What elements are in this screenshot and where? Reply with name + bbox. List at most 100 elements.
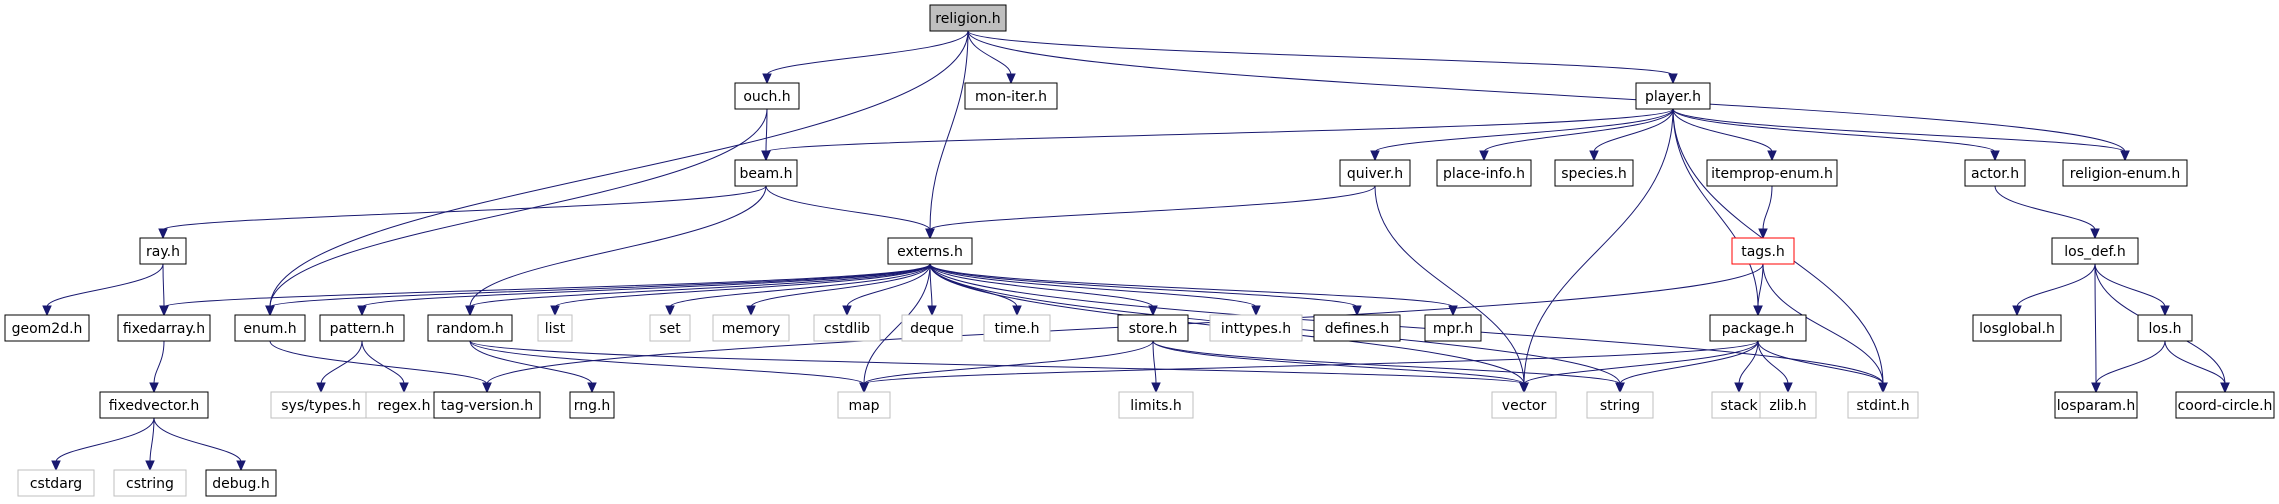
node-label-cstdlib: cstdlib — [824, 321, 870, 337]
edge-externs-to-deque — [929, 263, 933, 308]
edge-externs-to-store — [929, 263, 1154, 308]
edge-los-to-coordcircle — [2164, 340, 2226, 385]
edge-arrowhead-pattern-to-regex — [399, 382, 409, 394]
node-actor[interactable]: actor.h — [1964, 159, 2026, 187]
edge-externs-to-pattern — [361, 263, 931, 308]
node-box-species — [1554, 159, 1634, 187]
node-label-geom2d: geom2d.h — [12, 321, 83, 337]
node-box-rng — [569, 391, 615, 419]
node-coordcircle[interactable]: coord-circle.h — [2175, 391, 2275, 419]
edge-ray-to-geom2d — [46, 263, 164, 308]
edge-arrowhead-fixedarray-to-fixedvector — [149, 382, 159, 394]
node-label-beam: beam.h — [739, 166, 792, 182]
node-defines[interactable]: defines.h — [1313, 314, 1401, 342]
node-species[interactable]: species.h — [1554, 159, 1634, 187]
node-label-losdef: los_def.h — [2064, 244, 2125, 260]
node-losglobal[interactable]: losglobal.h — [1972, 314, 2062, 342]
node-box-memory — [712, 314, 790, 342]
node-losdef[interactable]: los_def.h — [2051, 237, 2139, 265]
edge-arrowhead-externs-to-random — [465, 305, 475, 317]
edge-package-to-map — [863, 340, 1759, 385]
node-label-externs: externs.h — [897, 244, 963, 260]
edge-arrowhead-store-to-limits — [1151, 382, 1161, 394]
node-box-losdef — [2051, 237, 2139, 265]
node-box-string — [1586, 391, 1654, 419]
node-enum[interactable]: enum.h — [234, 314, 306, 342]
edge-arrowhead-externs-to-memory — [746, 305, 756, 317]
edge-arrowhead-package-to-map — [859, 382, 869, 394]
edge-fixedvector-to-cstring — [149, 417, 155, 463]
node-box-set — [649, 314, 691, 342]
node-box-fixedvector — [99, 391, 209, 419]
edge-quiver-to-vector — [1374, 185, 1525, 385]
edge-arrowhead-externs-to-list — [550, 305, 560, 317]
node-cstring: cstring — [113, 469, 187, 497]
node-box-tags — [1731, 237, 1795, 265]
edge-fixedarray-to-fixedvector — [153, 340, 165, 385]
node-box-package — [1709, 314, 1807, 342]
edge-fixedvector-to-debug — [153, 417, 242, 463]
node-itemprop[interactable]: itemprop-enum.h — [1706, 159, 1838, 187]
node-box-defines — [1313, 314, 1401, 342]
node-relenum[interactable]: religion-enum.h — [2062, 159, 2188, 187]
node-time: time.h — [983, 314, 1051, 342]
edge-arrowhead-beam-to-ray — [158, 228, 168, 240]
edge-random-to-vector — [469, 340, 1525, 385]
node-mpr[interactable]: mpr.h — [1424, 314, 1482, 342]
node-ray[interactable]: ray.h — [139, 237, 187, 265]
node-box-player — [1635, 82, 1711, 110]
edge-arrowhead-externs-to-time — [1012, 305, 1022, 317]
node-cstdlib: cstdlib — [813, 314, 881, 342]
node-box-inttypes — [1209, 314, 1303, 342]
node-quiver[interactable]: quiver.h — [1339, 159, 1411, 187]
node-externs[interactable]: externs.h — [887, 237, 973, 265]
node-label-tags: tags.h — [1741, 244, 1785, 260]
node-fixedarray[interactable]: fixedarray.h — [117, 314, 211, 342]
node-pattern[interactable]: pattern.h — [319, 314, 405, 342]
node-moniter[interactable]: mon-iter.h — [964, 82, 1058, 110]
node-label-losglobal: losglobal.h — [1979, 321, 2055, 337]
node-box-cstdarg — [17, 469, 95, 497]
edge-player-to-vector — [1523, 108, 1674, 385]
node-box-quiver — [1339, 159, 1411, 187]
edge-package-to-zlib — [1757, 340, 1789, 385]
edge-pattern-to-systypes — [320, 340, 363, 385]
node-geom2d[interactable]: geom2d.h — [4, 314, 90, 342]
node-random[interactable]: random.h — [427, 314, 513, 342]
node-package[interactable]: package.h — [1709, 314, 1807, 342]
node-los[interactable]: los.h — [2137, 314, 2193, 342]
node-losparam[interactable]: losparam.h — [2054, 391, 2138, 419]
node-tags[interactable]: tags.h — [1731, 237, 1795, 265]
node-fixedvector[interactable]: fixedvector.h — [99, 391, 209, 419]
node-list: list — [537, 314, 573, 342]
node-label-pattern: pattern.h — [330, 321, 395, 337]
node-store[interactable]: store.h — [1117, 314, 1189, 342]
node-religion[interactable]: religion.h — [929, 4, 1007, 32]
node-string: string — [1586, 391, 1654, 419]
node-box-moniter — [964, 82, 1058, 110]
edge-arrowhead-losdef-to-losglobal — [2012, 305, 2022, 317]
node-beam[interactable]: beam.h — [734, 159, 798, 187]
edge-religion-to-enum — [269, 30, 969, 308]
node-tagversion[interactable]: tag-version.h — [433, 391, 541, 419]
edge-arrowhead-los-to-coordcircle — [2220, 382, 2230, 394]
edge-losdef-to-los — [2094, 263, 2166, 308]
edge-random-to-rng — [469, 340, 593, 385]
node-placeinfo[interactable]: place-info.h — [1436, 159, 1532, 187]
node-label-store: store.h — [1129, 321, 1178, 337]
node-debug[interactable]: debug.h — [205, 469, 277, 497]
edge-arrowhead-ray-to-geom2d — [42, 305, 52, 317]
node-box-vector — [1491, 391, 1557, 419]
edge-package-to-stack — [1738, 340, 1759, 385]
node-player[interactable]: player.h — [1635, 82, 1711, 110]
node-rng[interactable]: rng.h — [569, 391, 615, 419]
edge-beam-to-ray — [162, 185, 767, 231]
edge-tags-to-package — [1757, 263, 1764, 308]
node-label-placeinfo: place-info.h — [1443, 166, 1525, 182]
edge-arrowhead-itemprop-to-tags — [1758, 228, 1768, 240]
node-box-coordcircle — [2175, 391, 2275, 419]
edge-player-to-placeinfo — [1483, 108, 1674, 153]
node-ouch[interactable]: ouch.h — [734, 82, 800, 110]
edge-externs-to-defines — [929, 263, 1358, 308]
